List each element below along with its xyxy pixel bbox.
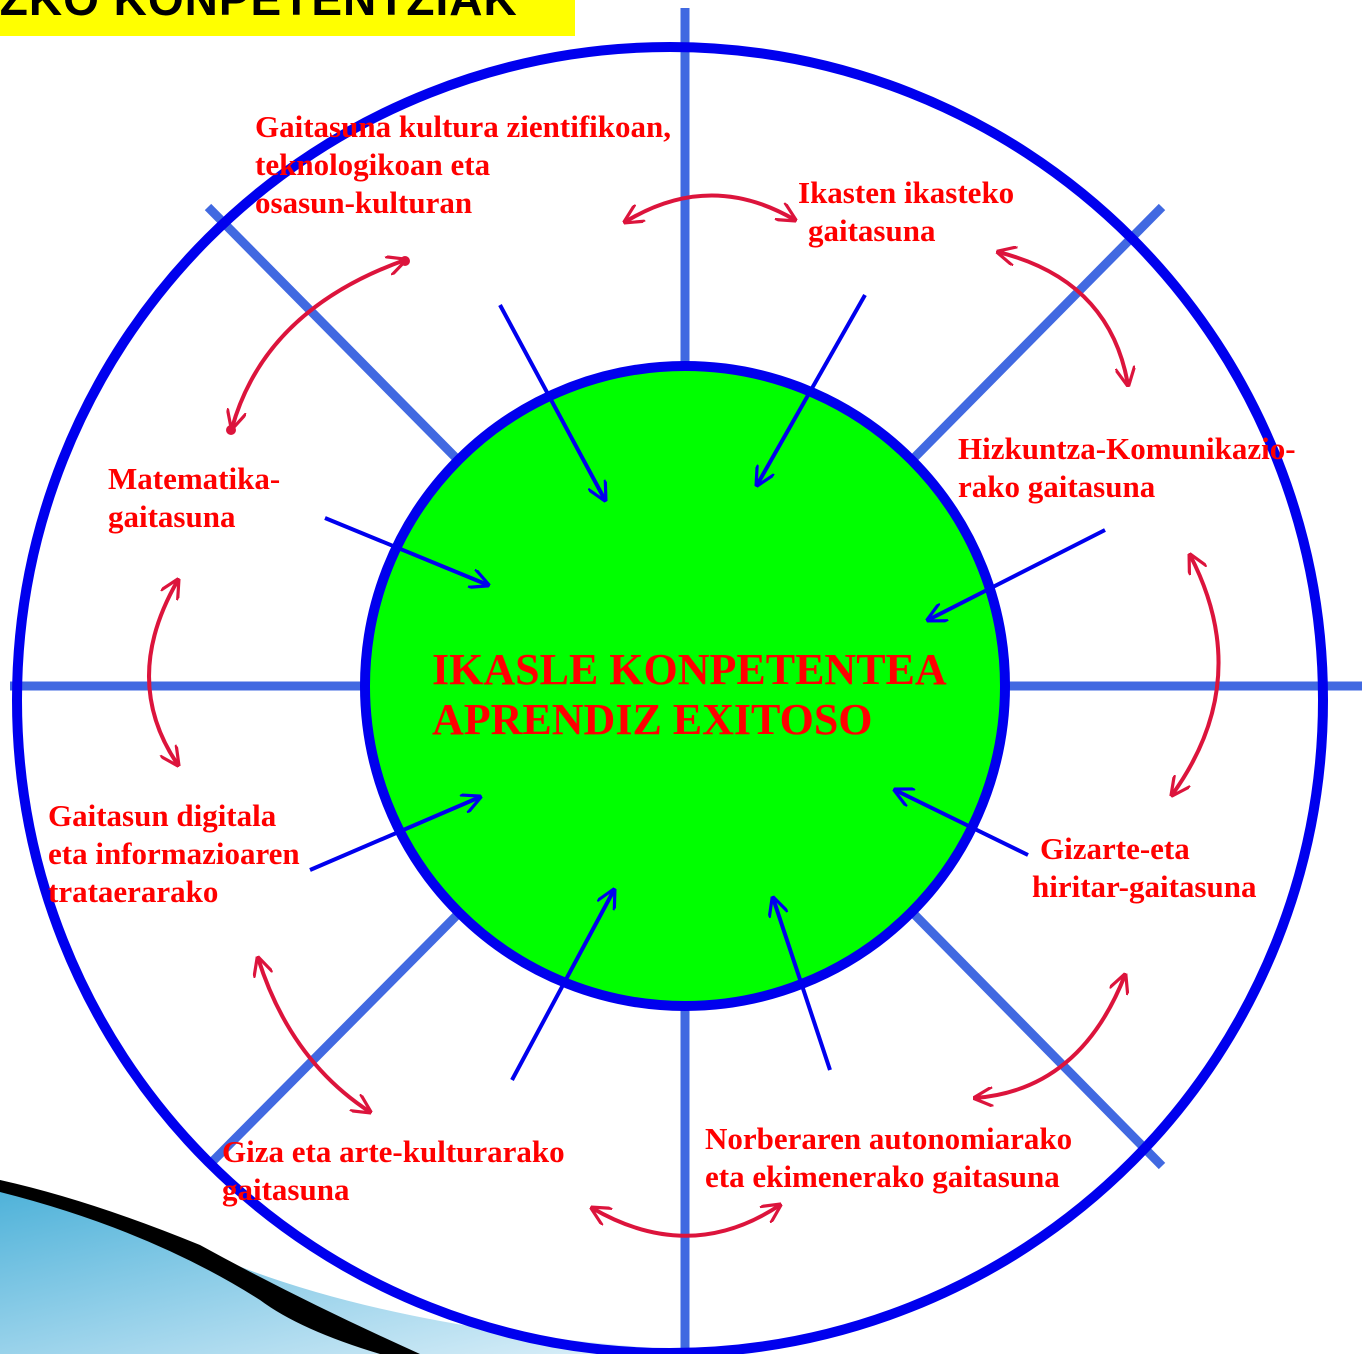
arrow-in-autonomia	[773, 898, 832, 1071]
arrow-in-giza-arte	[510, 890, 614, 1081]
arrow-between-zientifikoa-ikasten	[625, 193, 795, 222]
arrow-between-hizkuntza-gizarte	[1172, 555, 1221, 795]
center-label-line-2: APRENDIZ EXITOSO	[432, 695, 873, 744]
label-line: trataerarako	[48, 874, 219, 909]
page-title: IZKO KONPETENTZIAK	[0, 0, 518, 26]
arrow-between-digitala-matematika	[147, 580, 178, 765]
competence-label-zientifikoa: Gaitasuna kultura zientifikoan,teknologi…	[255, 108, 671, 222]
inner-circle	[360, 361, 1010, 1011]
arrow-in-digitala	[309, 797, 480, 872]
spoke-top-left	[204, 203, 464, 466]
center-label-line-1: IKASLE KONPETENTEA	[432, 645, 947, 694]
competence-label-matematika: Matematika-gaitasuna	[108, 460, 280, 536]
spoke-bottom-left	[204, 908, 464, 1170]
arrow-in-zientifikoa	[498, 304, 605, 500]
arrow-dot	[400, 256, 410, 266]
arrow-between-gizarte-autonomia	[975, 975, 1125, 1098]
label-line: hiritar-gaitasuna	[1032, 869, 1257, 904]
arrow-between-autonomia-giza-arte	[592, 1205, 780, 1238]
competence-label-hizkuntza: Hizkuntza-Komunikazio-rako gaitasuna	[958, 430, 1296, 506]
between-arrows	[147, 193, 1221, 1238]
label-line: Gaitasun digitala	[48, 798, 277, 833]
arrow-between-matematika-zientifikoa	[232, 260, 405, 428]
label-line: Matematika-	[108, 461, 281, 496]
label-line: osasun-kulturan	[255, 185, 473, 220]
label-line: teknologikoan eta	[255, 147, 491, 182]
label-line: rako gaitasuna	[958, 469, 1156, 504]
title-banner: IZKO KONPETENTZIAK	[0, 0, 575, 36]
label-line: Hizkuntza-Komunikazio-	[958, 431, 1296, 466]
label-line: eta informazioaren	[48, 836, 300, 871]
label-line: gaitasuna	[108, 499, 236, 534]
arrow-between-giza-arte-digitala	[258, 958, 370, 1112]
arrow-in-ikasten	[757, 294, 867, 485]
label-line: Gaitasuna kultura zientifikoan,	[255, 109, 671, 144]
label-line: Gizarte-eta	[1040, 831, 1190, 866]
label-line: gaitasuna	[222, 1172, 350, 1207]
label-line: Norberaren autonomiarako	[705, 1121, 1073, 1156]
arrow-dot	[226, 425, 236, 435]
arrow-in-hizkuntza	[928, 528, 1106, 620]
label-line: Ikasten ikasteko	[798, 175, 1015, 210]
inward-arrows	[309, 294, 1106, 1081]
arrow-between-ikasten-hizkuntza	[998, 252, 1128, 385]
label-line: eta ekimenerako gaitasuna	[705, 1159, 1060, 1194]
arrow-in-matematika	[324, 516, 488, 585]
outer-ring	[12, 42, 1328, 1354]
label-line: gaitasuna	[808, 213, 936, 248]
arrow-in-gizarte	[895, 790, 1029, 857]
label-line: Giza eta arte-kulturarako	[222, 1134, 565, 1169]
corner-decoration	[0, 1180, 760, 1354]
